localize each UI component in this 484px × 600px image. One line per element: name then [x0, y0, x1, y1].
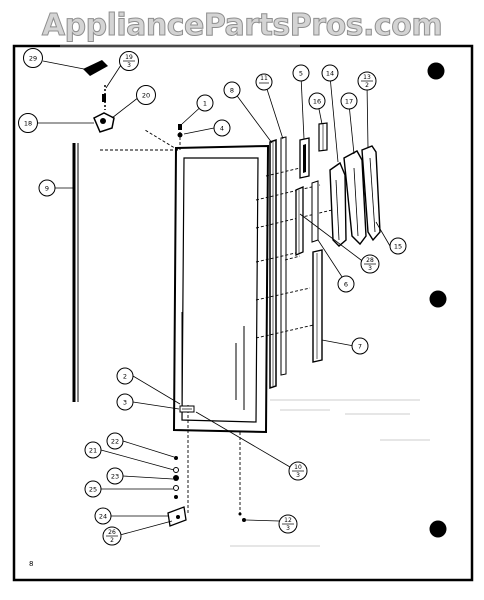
- svg-text:5: 5: [299, 70, 303, 78]
- svg-text:8: 8: [230, 87, 234, 95]
- binder-hole: [427, 62, 445, 80]
- door-handle-rod: [72, 143, 79, 402]
- callout-2: 2: [116, 367, 134, 385]
- leader-lines: [37, 60, 391, 536]
- callout-28: 28 3: [360, 254, 380, 274]
- svg-text:3: 3: [127, 62, 131, 69]
- callout-20: 20: [136, 85, 156, 105]
- door-bins: [329, 145, 381, 247]
- callout-10: 10 3: [288, 461, 308, 481]
- print-noise: [60, 45, 430, 547]
- callout-22: 22: [106, 432, 124, 450]
- svg-text:17: 17: [345, 98, 353, 106]
- door-panel: [172, 144, 270, 434]
- svg-text:6: 6: [344, 281, 348, 289]
- alignment-lines: [100, 129, 333, 515]
- svg-text:20: 20: [142, 92, 150, 100]
- svg-text:25: 25: [89, 486, 97, 494]
- callout-8: 8: [223, 81, 241, 99]
- svg-text:21: 21: [89, 447, 97, 455]
- svg-text:2: 2: [123, 373, 127, 381]
- svg-text:24: 24: [99, 513, 107, 521]
- callout-26: 26 2: [102, 526, 122, 546]
- callout-18: 18: [18, 113, 38, 133]
- callout-6: 6: [337, 275, 355, 293]
- callout-9: 9: [38, 179, 56, 197]
- svg-text:2: 2: [110, 537, 114, 544]
- shelf-rail: [295, 180, 319, 256]
- svg-text:13: 13: [363, 74, 371, 81]
- binder-hole: [429, 520, 447, 538]
- top-hinge: [83, 60, 115, 133]
- svg-text:10: 10: [294, 464, 302, 471]
- callout-4: 4: [213, 119, 231, 137]
- svg-text:11: 11: [260, 75, 268, 82]
- callout-7: 7: [351, 337, 369, 355]
- svg-text:9: 9: [45, 185, 49, 193]
- binder-hole: [429, 290, 447, 308]
- callout-15: 15: [389, 237, 407, 255]
- callout-16: 16: [308, 92, 326, 110]
- svg-text:12: 12: [284, 517, 292, 524]
- callout-12: 12 3: [278, 514, 298, 534]
- callout-3: 3: [116, 393, 134, 411]
- svg-text:29: 29: [29, 55, 37, 63]
- callout-17: 17: [340, 92, 358, 110]
- door-trim: [312, 249, 323, 363]
- svg-text:7: 7: [358, 343, 362, 351]
- bottom-hardware: [167, 405, 246, 527]
- liner-strip: [280, 136, 287, 376]
- callout-1: 1: [196, 94, 214, 112]
- callout-25: 25: [84, 480, 102, 498]
- svg-text:18: 18: [24, 120, 32, 128]
- callout-24: 24: [94, 507, 112, 525]
- svg-text:3: 3: [368, 265, 372, 272]
- svg-text:16: 16: [313, 98, 321, 106]
- callout-13: 13 2: [357, 71, 377, 91]
- svg-text:28: 28: [366, 257, 374, 264]
- svg-text:4: 4: [220, 125, 224, 133]
- svg-text:15: 15: [394, 243, 402, 251]
- svg-text:3: 3: [286, 525, 290, 532]
- callout-23: 23: [106, 467, 124, 485]
- svg-text:26: 26: [108, 529, 116, 536]
- callout-29: 29: [23, 48, 43, 68]
- svg-text:23: 23: [111, 473, 119, 481]
- svg-text:2: 2: [365, 82, 369, 89]
- screws: [177, 124, 183, 138]
- svg-text:22: 22: [111, 438, 119, 446]
- shelf-bracket: [299, 122, 328, 179]
- svg-text:3: 3: [123, 399, 127, 407]
- callout-14: 14: [321, 64, 339, 82]
- svg-text:14: 14: [326, 70, 334, 78]
- watermark-logo: AppliancePartsPros.com: [41, 8, 443, 44]
- page-number: 8: [29, 560, 34, 568]
- svg-text:19: 19: [125, 54, 133, 61]
- callout-11: 11: [255, 73, 273, 91]
- callout-5: 5: [292, 64, 310, 82]
- svg-text:1: 1: [203, 100, 207, 108]
- callout-21: 21: [84, 441, 102, 459]
- svg-text:3: 3: [296, 472, 300, 479]
- door-gasket: [269, 138, 277, 390]
- callout-19: 19 3: [119, 51, 139, 71]
